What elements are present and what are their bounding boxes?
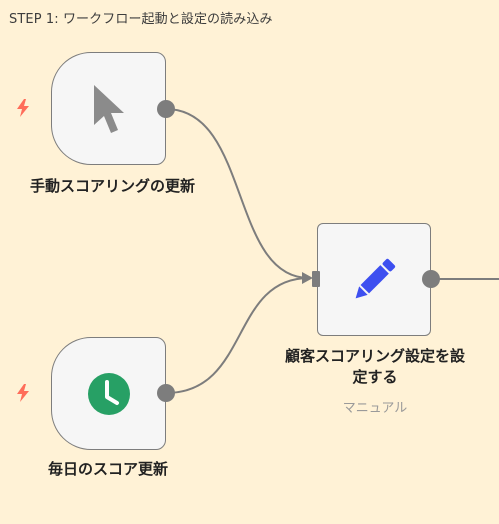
- connection-arrowhead: [302, 272, 313, 284]
- schedule-trigger-node[interactable]: [51, 337, 166, 450]
- manual-trigger-output-handle[interactable]: [157, 100, 175, 118]
- schedule-trigger-output-handle[interactable]: [157, 384, 175, 402]
- manual-trigger-label: 手動スコアリングの更新: [29, 177, 195, 195]
- set-node-label-line2: 定する: [352, 368, 398, 386]
- step-title: STEP 1: ワークフロー起動と設定の読み込み: [9, 12, 273, 27]
- manual-trigger-node[interactable]: [51, 52, 166, 165]
- set-node-label: 顧客スコアリング設定を設 定する: [252, 346, 498, 388]
- trigger-bolt-icon: [17, 99, 29, 117]
- pencil-icon: [355, 258, 396, 299]
- schedule-trigger-label: 毎日のスコア更新: [47, 460, 168, 478]
- clock-icon: [88, 373, 130, 415]
- cursor-icon: [94, 85, 124, 133]
- connection-schedule-to-set[interactable]: [165, 277, 310, 394]
- set-node-input-handle[interactable]: [312, 271, 320, 287]
- set-node-output-handle[interactable]: [422, 270, 440, 288]
- connection-manual-to-set[interactable]: [165, 108, 310, 279]
- trigger-bolt-icon: [17, 384, 29, 402]
- set-node-sublabel: マニュアル: [342, 401, 408, 416]
- set-node[interactable]: [317, 223, 431, 336]
- set-node-label-line1: 顧客スコアリング設定を設: [284, 347, 465, 365]
